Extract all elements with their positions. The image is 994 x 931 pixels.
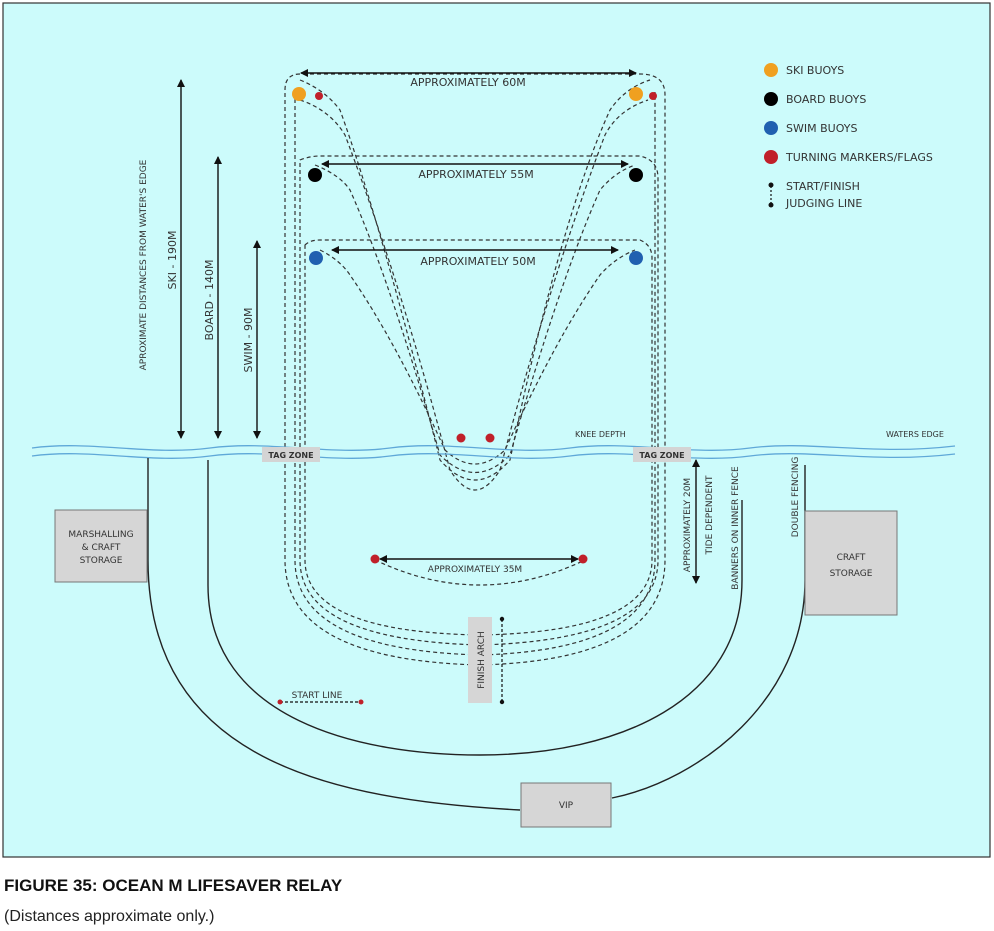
board-distance-label: BOARD - 140M <box>203 260 216 341</box>
beach-width-label: APPROXIMATELY 35M <box>428 565 522 575</box>
start-line: START LINE <box>277 691 364 705</box>
svg-text:& CRAFT: & CRAFT <box>82 543 121 553</box>
tide-dependent-label: TIDE DEPENDENT <box>705 475 715 555</box>
approx-distances-label: APROXIMATE DISTANCES FROM WATER'S EDGE <box>139 159 149 370</box>
figure-caption-note: (Distances approximate only.) <box>4 908 215 925</box>
legend-label: START/FINISH <box>786 180 860 193</box>
marshalling-storage-box: MARSHALLING & CRAFT STORAGE <box>54 509 148 583</box>
ski-distance-label: SKI - 190M <box>166 231 179 290</box>
legend-label: JUDGING LINE <box>785 197 862 210</box>
waters-edge-line <box>31 445 956 459</box>
beach-marker-right <box>578 554 588 564</box>
vip-box: VIP <box>520 782 612 828</box>
svg-text:STORAGE: STORAGE <box>80 556 123 566</box>
waters-edge-label: WATERS EDGE <box>886 430 944 439</box>
legend-label: SWIM BUOYS <box>786 122 857 135</box>
ski-buoy-icon <box>764 63 778 77</box>
turning-marker-ski-left <box>315 92 323 100</box>
craft-storage-box: CRAFT STORAGE <box>804 510 898 616</box>
swim-buoy-icon <box>764 121 778 135</box>
board-buoy-left <box>308 168 322 182</box>
finish-arch: FINISH ARCH <box>468 616 505 705</box>
svg-text:TAG ZONE: TAG ZONE <box>639 451 684 460</box>
course-diagram: APPROXIMATELY 60M APPROXIMATELY 55M APPR… <box>2 2 991 858</box>
board-buoy-right <box>629 168 643 182</box>
legend-label: SKI BUOYS <box>786 64 844 77</box>
ski-buoy-right <box>629 87 643 101</box>
svg-text:MARSHALLING: MARSHALLING <box>68 530 133 540</box>
svg-text:STORAGE: STORAGE <box>830 569 873 579</box>
turning-marker-left <box>456 433 466 443</box>
legend-label: BOARD BUOYS <box>786 93 866 106</box>
judging-line-icon <box>768 182 774 208</box>
svg-text:TAG ZONE: TAG ZONE <box>268 451 313 460</box>
board-buoy-icon <box>764 92 778 106</box>
water-background <box>2 2 991 858</box>
swim-width-label: APPROXIMATELY 50M <box>420 255 535 268</box>
ski-width-label: APPROXIMATELY 60M <box>410 76 525 89</box>
swim-buoy-right <box>629 251 643 265</box>
legend-label: TURNING MARKERS/FLAGS <box>785 151 933 164</box>
turning-marker-icon <box>764 150 778 164</box>
turning-marker-right <box>485 433 495 443</box>
svg-text:VIP: VIP <box>559 801 574 811</box>
svg-text:START LINE: START LINE <box>292 691 343 701</box>
tag-zone-left: TAG ZONE <box>262 447 320 462</box>
svg-text:FINISH ARCH: FINISH ARCH <box>477 631 487 689</box>
svg-text:CRAFT: CRAFT <box>837 553 866 563</box>
beach-marker-left <box>370 554 380 564</box>
swim-buoy-left <box>309 251 323 265</box>
banners-label: BANNERS ON INNER FENCE <box>731 466 741 590</box>
double-fencing-label: DOUBLE FENCING <box>791 457 801 538</box>
swim-distance-label: SWIM - 90M <box>242 307 255 372</box>
beach-fences <box>147 458 806 811</box>
knee-depth-label: KNEE DEPTH <box>575 430 626 439</box>
figure-caption-title: FIGURE 35: OCEAN M LIFESAVER RELAY <box>4 876 343 895</box>
ski-buoy-left <box>292 87 306 101</box>
tag-zone-right: TAG ZONE <box>633 447 691 462</box>
legend: SKI BUOYS BOARD BUOYS SWIM BUOYS TURNING MA… <box>764 63 933 210</box>
board-width-label: APPROXIMATELY 55M <box>418 168 533 181</box>
course-paths <box>284 73 666 666</box>
tide-label: APPROXIMATELY 20M <box>683 478 693 572</box>
turning-marker-ski-right <box>649 92 657 100</box>
buoys <box>292 87 657 564</box>
